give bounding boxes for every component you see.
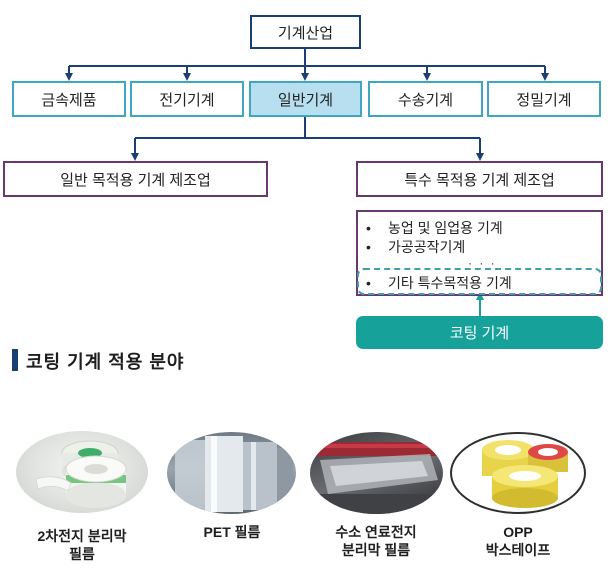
fuel-cell-membrane-coater-image [310, 432, 443, 514]
coating-label: 코팅 기계 [449, 325, 510, 342]
category-label: 전기기계 [159, 91, 215, 109]
list-item-label: 농업 및 임업용 기계 [388, 220, 503, 236]
caption-line-1: OPP [503, 524, 533, 540]
category-box-metal-products: 금속제품 [12, 81, 126, 117]
list-item-other-special: • 기타 특수목적용 기계 [366, 273, 512, 293]
category-label: 정밀기계 [516, 91, 572, 109]
category-label: 금속제품 [41, 91, 97, 109]
bullet: • [366, 239, 371, 255]
category-box-general-machinery: 일반기계 [249, 81, 362, 117]
opp-tape-rolls-icon [482, 440, 568, 508]
caption-pet-film: PET 필름 [162, 523, 302, 541]
caption-opp-tape: OPP 박스테이프 [448, 523, 588, 559]
list-item-label: 기타 특수목적용 기계 [388, 275, 512, 291]
caption-line-1: 수소 연료전지 [335, 524, 417, 540]
list-item: • 가공공작기계 [366, 237, 465, 257]
list-item-label: 가공공작기계 [388, 239, 466, 255]
category-box-electrical: 전기기계 [130, 81, 244, 117]
separator-film-roll-image [16, 431, 148, 513]
list-item: • 농업 및 임업용 기계 [366, 218, 503, 238]
caption-line-1: PET 필름 [203, 524, 261, 540]
coating-machine-box: 코팅 기계 [356, 316, 603, 349]
category-box-transport: 수송기계 [368, 81, 483, 117]
caption-line-2: 필름 [69, 546, 95, 562]
fuel-cell-membrane-coater-icon [310, 442, 443, 514]
root-box-machinery-industry: 기계산업 [250, 15, 361, 49]
root-label: 기계산업 [277, 24, 334, 42]
bullet: • [366, 220, 371, 236]
caption-line-2: 박스테이프 [485, 542, 551, 558]
bullet: • [366, 275, 371, 291]
category-label: 일반기계 [277, 91, 334, 109]
caption-separator-film: 2차전지 분리막 필름 [12, 527, 152, 563]
caption-fuel-cell-film: 수소 연료전지 분리막 필름 [306, 523, 446, 559]
highlighted-item-outline [357, 268, 602, 295]
purpose-label: 일반 목적용 기계 제조업 [60, 171, 211, 189]
caption-line-1: 2차전지 분리막 [37, 528, 127, 544]
section-title: 코팅 기계 적용 분야 [26, 352, 185, 372]
ellipsis-dots: · · · [468, 256, 497, 270]
purpose-box-special: 특수 목적용 기계 제조업 [356, 161, 603, 197]
pet-film-rolls-image [167, 432, 296, 514]
special-purpose-list: • 농업 및 임업용 기계 • 가공공작기계 · · · • 기타 특수목적용 기계 [356, 210, 603, 296]
purpose-label: 특수 목적용 기계 제조업 [404, 171, 555, 189]
category-box-precision: 정밀기계 [487, 81, 601, 117]
caption-line-2: 분리막 필름 [341, 542, 411, 558]
opp-tape-rolls-image [450, 432, 586, 514]
separator-film-roll-icon [35, 440, 127, 508]
pet-film-rolls-icon [175, 436, 293, 512]
section-marker [12, 349, 18, 371]
purpose-box-general: 일반 목적용 기계 제조업 [3, 161, 268, 197]
category-label: 수송기계 [397, 91, 454, 109]
